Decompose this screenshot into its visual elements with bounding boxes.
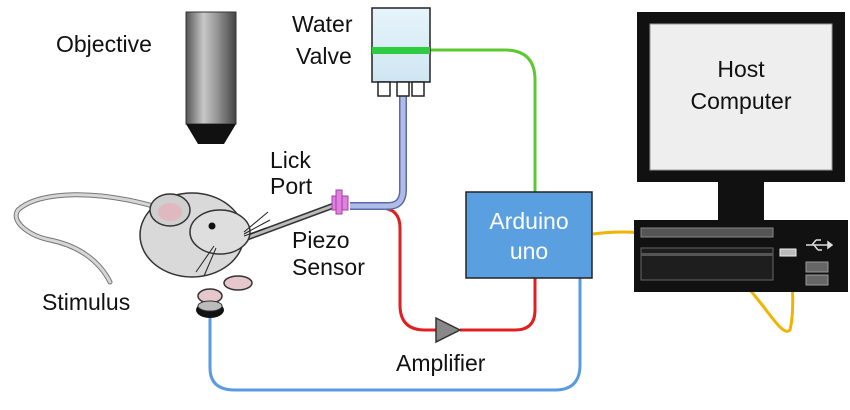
objective-label: Objective [56, 31, 152, 57]
usb-port [779, 248, 797, 257]
green-wire [430, 48, 537, 192]
monitor-screen [649, 23, 833, 171]
red-wire-out [460, 278, 537, 332]
objective-lens [185, 11, 237, 144]
lick-port-label-line2: Port [270, 173, 313, 199]
amplifier-triangle [435, 316, 462, 344]
stimulus-label: Stimulus [42, 289, 130, 315]
monitor-stand [718, 182, 764, 220]
mouse-illustration [13, 192, 271, 304]
arduino-label-line1: Arduino [489, 208, 568, 234]
blue-wire [208, 278, 582, 392]
host-computer [634, 12, 848, 292]
stimulus-button [196, 300, 224, 318]
arduino-label-line2: uno [510, 238, 548, 264]
host-computer-label-line2: Computer [691, 88, 792, 114]
lick-port-label-line1: Lick [270, 147, 311, 173]
water-valve [371, 7, 431, 97]
water-valve-label-line1: Water [292, 11, 353, 37]
host-computer-label-line1: Host [717, 56, 765, 82]
usb-icon [806, 239, 834, 251]
piezo-sensor-label-line2: Sensor [292, 254, 365, 280]
amplifier-label: Amplifier [396, 350, 486, 376]
arduino-box [465, 191, 593, 279]
piezo-sensor-label-line1: Piezo [292, 227, 350, 253]
water-tube [350, 88, 407, 210]
lick-port [244, 189, 349, 241]
water-valve-label-line2: Valve [296, 43, 352, 69]
